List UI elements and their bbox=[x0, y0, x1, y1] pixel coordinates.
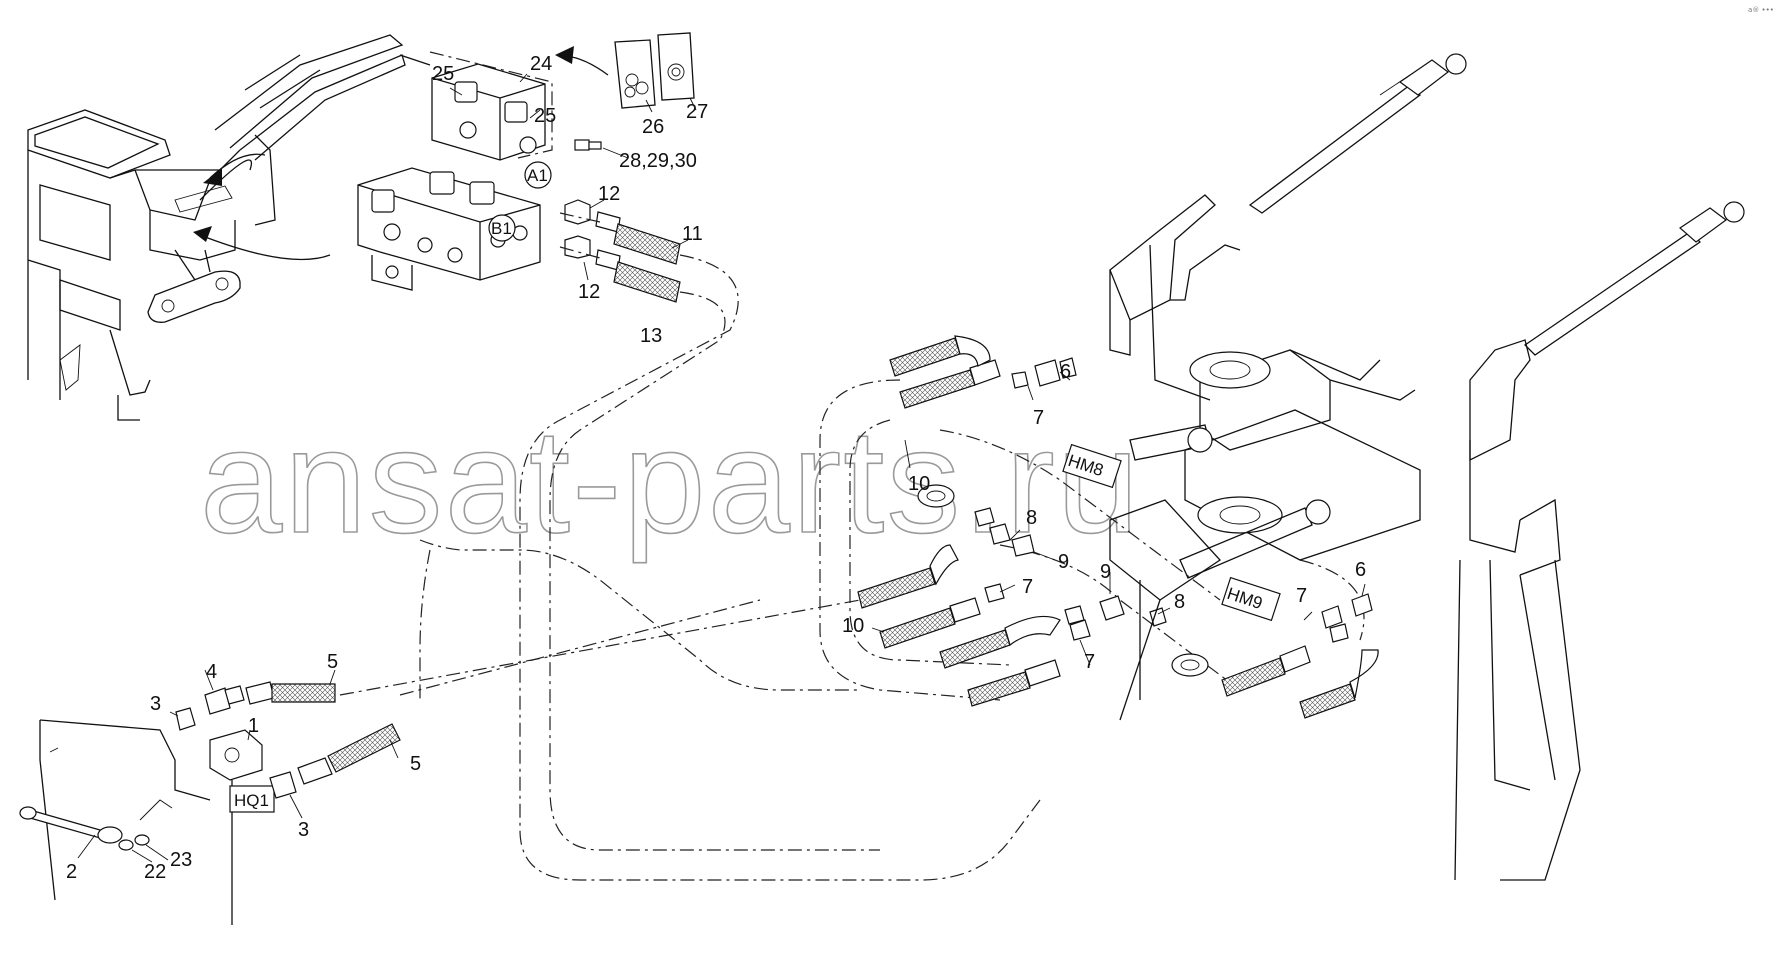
label-11: 11 bbox=[682, 223, 703, 245]
hoses-lower-right bbox=[1221, 593, 1379, 719]
label-8b: 8 bbox=[1174, 591, 1185, 613]
label-12b: 12 bbox=[578, 281, 600, 303]
label-5a: 5 bbox=[327, 651, 338, 673]
label-4: 4 bbox=[206, 661, 217, 683]
valve-hq1 bbox=[209, 729, 263, 925]
label-6b: 6 bbox=[1355, 559, 1366, 581]
label-28-29-30: 28,29,30 bbox=[619, 150, 697, 172]
label-25b: 25 bbox=[534, 105, 556, 127]
port-tag-a1-text: A1 bbox=[527, 166, 548, 185]
corner-mark: a® ••• bbox=[1748, 6, 1774, 14]
machine-overview bbox=[27, 34, 406, 421]
label-6a: 6 bbox=[1060, 361, 1071, 383]
hose-5-upper bbox=[245, 681, 336, 705]
washers-22-23 bbox=[118, 799, 173, 851]
tag-hm9: HM9 bbox=[1221, 576, 1281, 622]
fittings-12 bbox=[564, 199, 591, 259]
label-7b: 7 bbox=[1022, 576, 1033, 598]
axis-lines-12 bbox=[559, 212, 601, 259]
label-7c: 7 bbox=[1084, 651, 1095, 673]
tag-hm8: HM8 bbox=[1062, 443, 1122, 489]
leader-lines bbox=[77, 73, 1366, 863]
hose-pair-upper bbox=[889, 335, 1001, 409]
label-27: 27 bbox=[686, 101, 708, 123]
label-5b: 5 bbox=[410, 753, 421, 775]
label-3a: 3 bbox=[150, 693, 161, 715]
label-23: 23 bbox=[170, 849, 192, 871]
port-tag-b1: B1 bbox=[488, 214, 516, 242]
mast-frame-right bbox=[1454, 339, 1581, 881]
tag-hq1: HQ1 bbox=[229, 785, 275, 813]
mounting-bracket bbox=[39, 719, 211, 901]
pointer-arrowhead bbox=[555, 46, 574, 64]
hydraulic-cylinder-upper bbox=[1248, 53, 1467, 214]
lever-handle bbox=[19, 806, 123, 844]
hoses-lower-left bbox=[857, 544, 1061, 707]
upper-valve-block bbox=[399, 51, 553, 161]
label-24: 24 bbox=[530, 53, 552, 75]
fittings-7-8-9-lower bbox=[984, 583, 1167, 641]
fittings-6-7-upper bbox=[1011, 357, 1077, 389]
label-12a: 12 bbox=[598, 183, 620, 205]
label-26: 26 bbox=[642, 116, 664, 138]
swivel-base bbox=[1109, 349, 1421, 721]
tag-hq1-text: HQ1 bbox=[234, 791, 269, 810]
port-tag-a1: A1 bbox=[524, 161, 552, 189]
label-10a: 10 bbox=[908, 473, 930, 495]
label-3b: 3 bbox=[298, 819, 309, 841]
label-8a: 8 bbox=[1026, 507, 1037, 529]
label-9a: 9 bbox=[1058, 551, 1069, 573]
fitting-10-ring-upper bbox=[917, 484, 955, 508]
seal-kit-bag-26 bbox=[614, 39, 656, 109]
port-tag-b1-text: B1 bbox=[491, 219, 512, 238]
fittings-3-4 bbox=[175, 685, 297, 799]
label-22: 22 bbox=[144, 861, 166, 883]
seal-kit-bag-27 bbox=[657, 32, 695, 101]
label-2: 2 bbox=[66, 861, 77, 883]
label-13: 13 bbox=[640, 325, 662, 347]
fitting-28 bbox=[574, 139, 602, 151]
hydraulic-cylinder-lower bbox=[1523, 201, 1745, 356]
fittings-8-9-upper bbox=[974, 507, 1035, 557]
hose-11 bbox=[595, 211, 681, 265]
label-25a: 25 bbox=[432, 63, 454, 85]
label-7d: 7 bbox=[1296, 585, 1307, 607]
label-10b: 10 bbox=[842, 615, 864, 637]
label-9b: 9 bbox=[1100, 561, 1111, 583]
label-7a: 7 bbox=[1033, 407, 1044, 429]
hose-5-lower bbox=[297, 723, 401, 785]
watermark: ansat-parts.ru bbox=[200, 399, 1141, 564]
hose-routes bbox=[339, 254, 1365, 881]
item-labels: 24 25 25 26 27 28,29,30 12 12 11 13 6 7 … bbox=[66, 53, 1366, 883]
mast-frame-left bbox=[1109, 194, 1241, 401]
swivel-arm-hm8 bbox=[1129, 424, 1213, 461]
fitting-ring-lower bbox=[1171, 653, 1209, 677]
hose-13 bbox=[595, 249, 681, 303]
label-1: 1 bbox=[248, 715, 259, 737]
swivel-arm-hm9 bbox=[1179, 499, 1331, 579]
